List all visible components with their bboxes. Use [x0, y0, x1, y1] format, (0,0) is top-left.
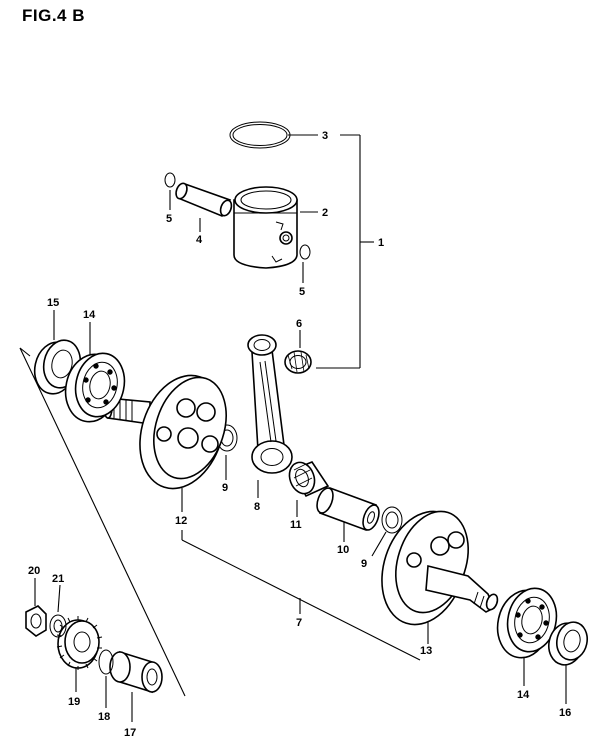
small-end-needle-bearing	[284, 350, 312, 374]
primary-drive-gear	[56, 616, 103, 670]
callout-20: 20	[28, 565, 40, 577]
primary-drive-washer	[49, 614, 67, 638]
callout-14-right: 14	[517, 689, 530, 701]
callout-21: 21	[52, 573, 64, 585]
crankshaft-left-half	[103, 374, 227, 490]
callout-labels: 3 2 1 5 4 5 6 15 14 9 8 11 12 10 9 7 13 …	[28, 130, 571, 739]
piston-ring	[229, 121, 291, 149]
figure-title: FIG.4 B	[22, 6, 86, 25]
piston-pin-circlip-upper	[164, 172, 176, 188]
callout-13: 13	[420, 645, 432, 657]
piston-pin	[175, 182, 233, 218]
crank-bearing-left	[64, 352, 126, 423]
callout-3: 3	[322, 130, 328, 142]
callout-10: 10	[337, 544, 349, 556]
piston-pin-circlip-lower	[299, 244, 311, 260]
callout-14-left: 14	[83, 309, 96, 321]
callout-4: 4	[196, 234, 203, 246]
primary-drive-oring	[98, 649, 114, 675]
callout-16: 16	[559, 707, 571, 719]
crank-bearing-right	[496, 587, 558, 659]
callout-5-lower: 5	[299, 286, 305, 298]
piston	[233, 186, 298, 269]
callout-12: 12	[175, 515, 187, 527]
callout-7: 7	[296, 617, 302, 629]
crank-oil-seal-right	[548, 621, 588, 666]
callout-1: 1	[378, 237, 384, 249]
callout-6: 6	[296, 318, 302, 330]
callout-11: 11	[290, 519, 302, 531]
primary-drive-spacer	[109, 650, 163, 694]
callout-17: 17	[124, 727, 136, 739]
callout-15: 15	[47, 297, 59, 309]
callout-5-upper: 5	[166, 213, 172, 225]
callout-2: 2	[322, 207, 328, 219]
callout-19: 19	[68, 696, 80, 708]
primary-drive-nut	[25, 605, 47, 637]
connecting-rod	[247, 334, 293, 474]
callout-18: 18	[98, 711, 110, 723]
crank-washer-right	[381, 506, 403, 534]
leader-lines	[19, 134, 567, 722]
callout-9-left: 9	[222, 482, 228, 494]
callout-9-right: 9	[361, 558, 367, 570]
callout-8: 8	[254, 501, 260, 513]
crank-pin	[316, 486, 380, 532]
crankshaft-right-half	[381, 510, 499, 626]
big-end-needle-bearing	[288, 461, 330, 498]
